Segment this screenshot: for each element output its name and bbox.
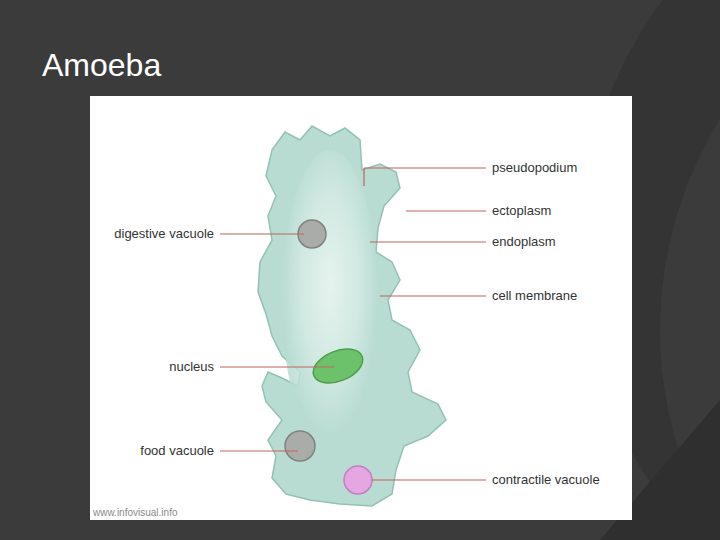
food-vacuole: [285, 431, 315, 461]
part-label: contractile vacuole: [492, 472, 600, 488]
part-label: nucleus: [169, 359, 214, 375]
leader-line: [220, 450, 298, 451]
watermark: www.infovisual.info: [93, 507, 177, 519]
leader-line: [220, 233, 304, 234]
contractile-vacuole: [344, 466, 372, 494]
leader-line: [364, 167, 486, 168]
part-label: endoplasm: [492, 234, 556, 250]
slide-title: Amoeba: [42, 48, 161, 83]
part-label: cell membrane: [492, 288, 577, 304]
leader-line: [380, 295, 486, 296]
endoplasm-region: [282, 150, 378, 450]
leader-line: [406, 210, 486, 211]
part-label: food vacuole: [140, 443, 214, 459]
part-label: pseudopodium: [492, 160, 577, 176]
leader-line: [370, 241, 486, 242]
part-label: digestive vacuole: [114, 226, 214, 242]
leader-line: [363, 168, 364, 186]
image-panel: [90, 96, 632, 520]
part-label: ectoplasm: [492, 203, 551, 219]
leader-line: [372, 479, 486, 480]
leader-line: [220, 366, 334, 367]
nucleus-shape: [308, 342, 367, 389]
amoeba-body: [258, 126, 446, 506]
